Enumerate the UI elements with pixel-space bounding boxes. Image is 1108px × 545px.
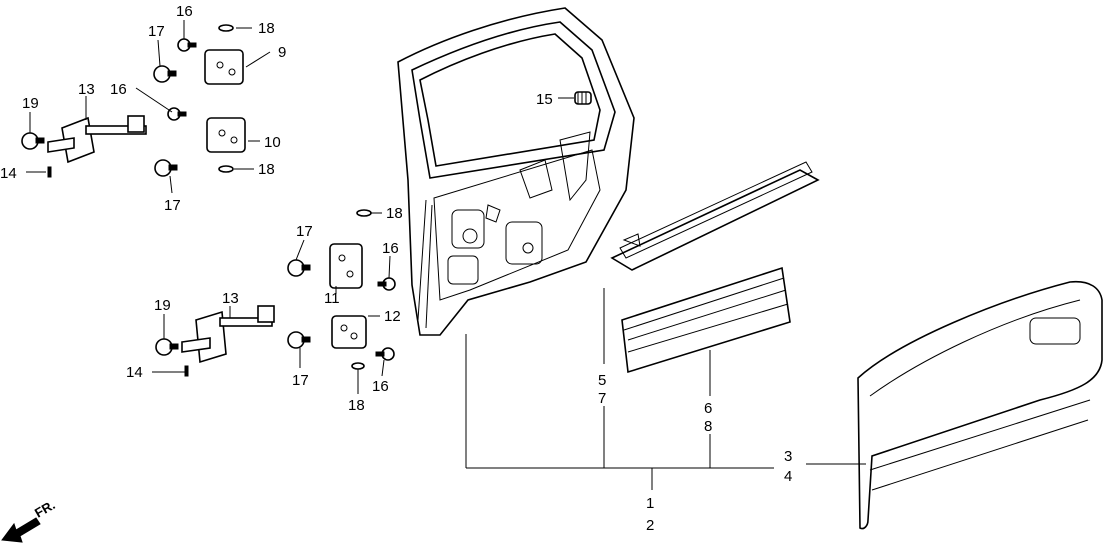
door-skin-icon (857, 280, 1103, 530)
label-17b: 17 (164, 197, 181, 214)
checker-icon (47, 115, 275, 364)
molding-icon (621, 266, 791, 374)
label-5: 5 (598, 372, 606, 389)
label-10: 10 (264, 134, 281, 151)
part-labels: 19 13 14 16 16 17 18 9 10 18 17 18 17 16… (0, 3, 792, 534)
front-arrow-icon: FR. (1, 497, 58, 543)
label-17d: 17 (292, 372, 309, 389)
label-14a: 14 (0, 165, 17, 182)
label-16c: 16 (382, 240, 399, 257)
label-3: 3 (784, 448, 792, 465)
front-arrow-label: FR. (32, 497, 58, 520)
label-15: 15 (536, 91, 553, 108)
label-18c: 18 (386, 205, 403, 222)
label-13a: 13 (78, 81, 95, 98)
label-16d: 16 (372, 378, 389, 395)
label-14b: 14 (126, 364, 143, 381)
label-6: 6 (704, 400, 712, 417)
label-17c: 17 (296, 223, 313, 240)
label-1: 1 (646, 495, 654, 512)
molding-icon (610, 161, 820, 271)
door-frame-icon (397, 7, 635, 336)
label-17a: 17 (148, 23, 165, 40)
label-18b: 18 (258, 161, 275, 178)
label-11: 11 (324, 290, 340, 307)
label-19a: 19 (22, 95, 39, 112)
leader-lines (26, 20, 866, 490)
label-12: 12 (384, 308, 401, 325)
label-2: 2 (646, 517, 654, 534)
label-4: 4 (784, 468, 792, 485)
seal-icon (574, 91, 592, 105)
label-19b: 19 (154, 297, 171, 314)
label-13b: 13 (222, 290, 239, 307)
hinge-icon (204, 49, 367, 349)
label-18a: 18 (258, 20, 275, 37)
bolt-icon (21, 24, 396, 377)
label-8: 8 (704, 418, 712, 435)
label-9: 9 (278, 44, 286, 61)
label-18d: 18 (348, 397, 365, 414)
label-16a: 16 (110, 81, 127, 98)
label-16b: 16 (176, 3, 193, 20)
label-7: 7 (598, 390, 606, 407)
